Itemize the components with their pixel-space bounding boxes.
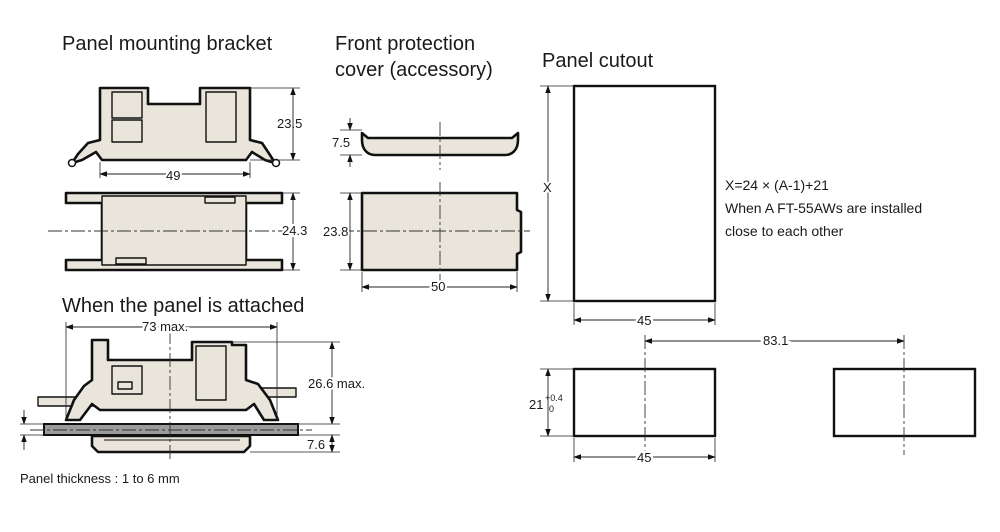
dim-attached-depth: 7.6 [307,437,325,452]
dim-attached-height: 26.6 max. [308,376,365,391]
heading-panel-attached: When the panel is attached [62,295,304,317]
dim-attached-width: 73 max. [142,319,188,334]
dim-cover-height: 23.8 [323,224,348,239]
attached-view [20,322,340,460]
note-formula: X=24 × (A-1)+21 [725,177,829,193]
dim-cover-thickness: 7.5 [332,135,350,150]
bracket-side-view [67,86,300,178]
dim-cutout-tol-lower: 0 [549,404,554,414]
cover-front-view [340,182,530,292]
dim-bracket-body-height: 24.3 [282,223,307,238]
heading-front-protection-cover-line2: cover (accessory) [335,59,493,81]
dim-cutout-tol-upper: +0.4 [545,393,563,403]
dim-cutout-x: X [543,180,552,195]
panel-cutout-tall [540,84,717,325]
dim-cutout-width-2: 45 [637,450,651,465]
dim-cutout-height: 21 [529,397,543,412]
panel-cutout-pair [540,335,977,462]
cover-side-view [340,118,520,170]
dim-cutout-width: 45 [637,313,651,328]
bracket-front-view [48,191,300,272]
dim-cover-width: 50 [431,279,445,294]
heading-panel-mounting-bracket: Panel mounting bracket [62,33,273,55]
dim-cutout-pitch: 83.1 [763,333,788,348]
dim-bracket-width: 49 [166,168,180,183]
heading-panel-cutout: Panel cutout [542,50,654,72]
note-formula-line2: When A FT-55AWs are installed [725,200,922,216]
heading-front-protection-cover-line1: Front protection [335,33,475,55]
note-panel-thickness: Panel thickness : 1 to 6 mm [20,471,180,486]
note-formula-line3: close to each other [725,223,844,239]
dim-bracket-height: 23.5 [277,116,302,131]
